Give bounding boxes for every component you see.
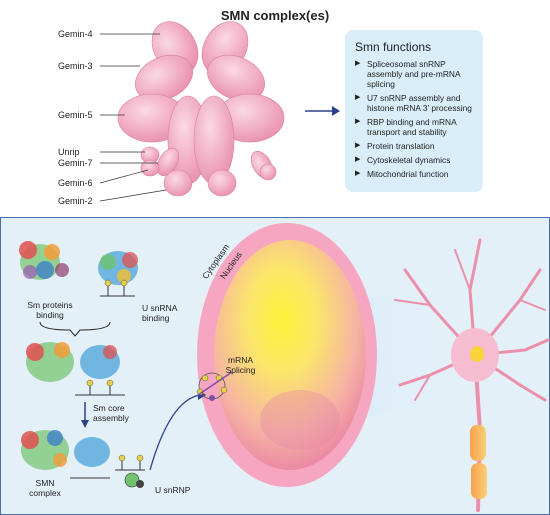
function-item: Protein translation: [355, 141, 474, 151]
sm-proteins-cluster-1: [19, 241, 69, 280]
functions-heading: Smn functions: [355, 40, 432, 54]
label-u-snrna-binding: U snRNA binding: [142, 303, 177, 323]
u-snrna-cluster-1: [98, 251, 138, 297]
function-item: Spliceosomal snRNP assembly and pre-mRNA…: [355, 59, 474, 89]
u-snrnp-small: [115, 454, 145, 488]
label-gemin-2: Gemin-2: [58, 196, 93, 206]
label-gemin-4: Gemin-4: [58, 29, 93, 39]
arrow-to-functions: [305, 106, 340, 116]
function-item: RBP binding and mRNA transport and stabi…: [355, 117, 474, 137]
gemin-leader-lines: [99, 33, 167, 202]
label-gemin-7: Gemin-7: [58, 158, 93, 168]
spliceosome-illustration: [196, 371, 233, 401]
label-mrna-splicing: mRNA Splicing: [225, 355, 256, 375]
label-gemin-3: Gemin-3: [58, 61, 93, 71]
smn-complex-illustration: [117, 21, 285, 197]
panel-graphics: [19, 223, 550, 512]
label-sm-core-assembly: Sm core assembly: [93, 403, 129, 423]
label-sm-proteins-binding: Sm proteins binding: [27, 300, 73, 320]
label-smn-complex: SMN complex: [29, 478, 61, 498]
function-item: Mitochondrial function: [355, 169, 474, 179]
function-item: U7 snRNP assembly and histone mRNA 3’ pr…: [355, 93, 474, 113]
label-unrip: Unrip: [58, 147, 80, 157]
label-u-snrnp: U snRNP: [155, 485, 191, 495]
diagram-title: SMN complex(es): [220, 8, 330, 23]
sm-proteins-cluster-3: [21, 430, 110, 479]
sm-proteins-cluster-2: [26, 342, 125, 396]
label-gemin-6: Gemin-6: [58, 178, 93, 188]
label-gemin-5: Gemin-5: [58, 110, 93, 120]
smn-functions-box: Smn functions Spliceosomal snRNP assembl…: [345, 30, 483, 192]
nucleus-shape: [214, 240, 366, 470]
functions-list: Spliceosomal snRNP assembly and pre-mRNA…: [355, 59, 474, 179]
function-item: Cytoskeletal dynamics: [355, 155, 474, 165]
